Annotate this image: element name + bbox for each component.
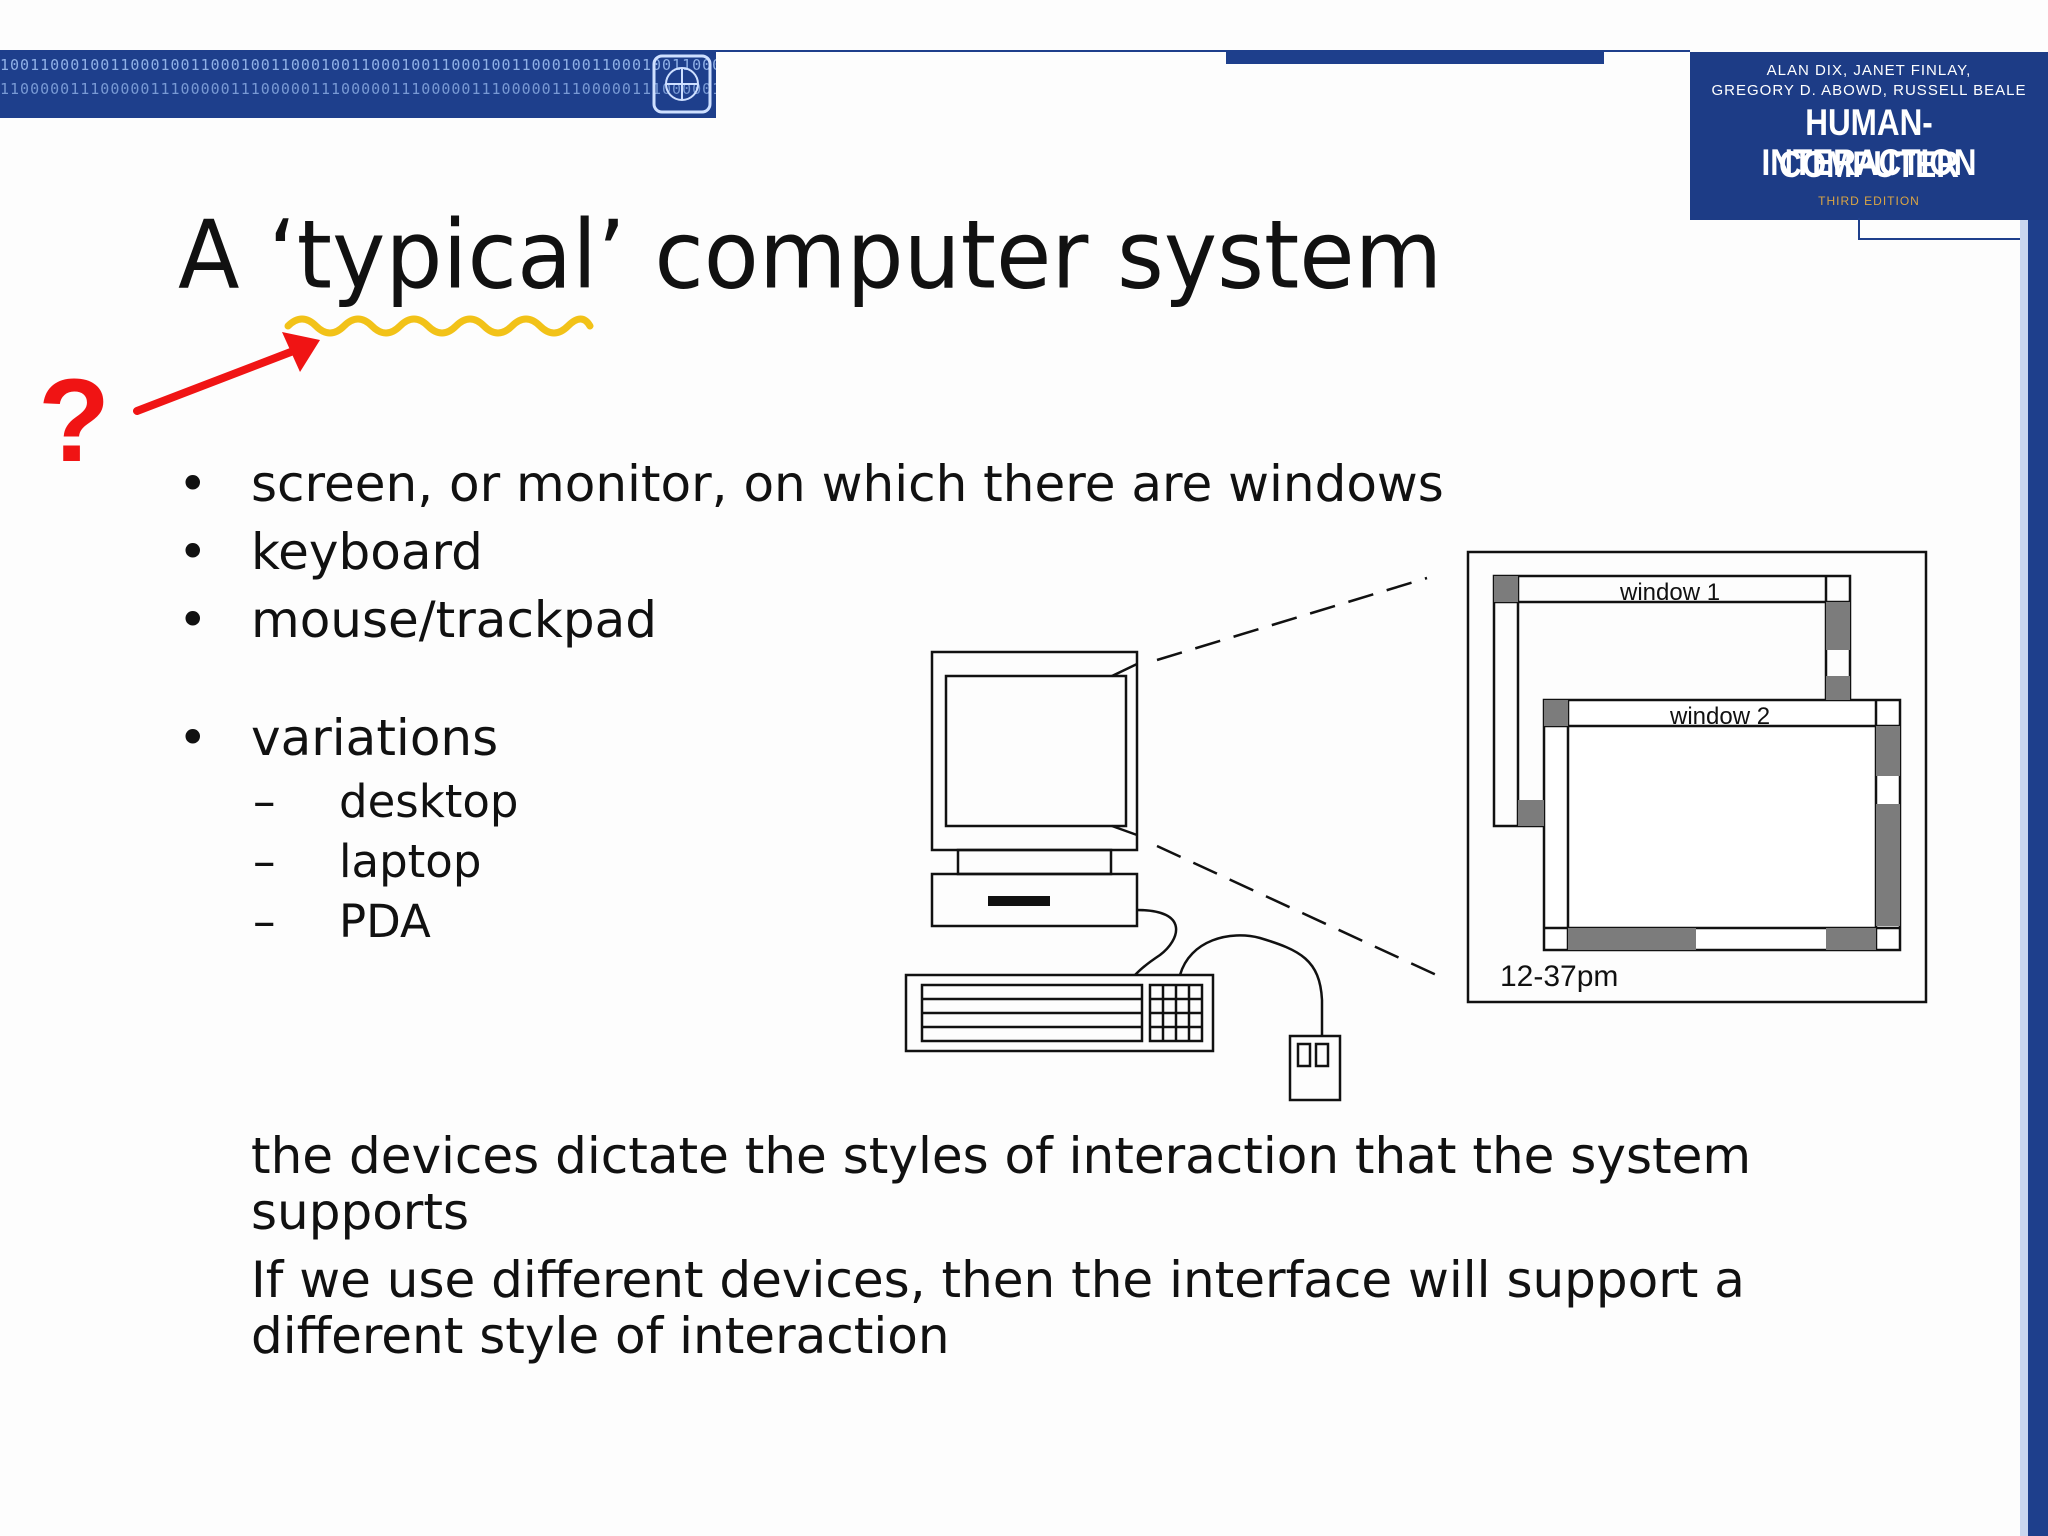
dash-marker: – xyxy=(253,775,276,828)
binary-banner: 1001100010011000100110001001100010011000… xyxy=(0,50,716,118)
window-1-corner xyxy=(1518,800,1544,826)
book-cover: ALAN DIX, JANET FINLAY, GREGORY D. ABOWD… xyxy=(1690,52,2048,220)
sub-item-text: laptop xyxy=(339,835,482,888)
variations-list: – desktop – laptop – PDA xyxy=(251,772,1444,952)
window-2-scrollbar xyxy=(1876,726,1900,776)
globe-icon xyxy=(652,54,712,114)
window-2-scrollbar xyxy=(1876,804,1900,926)
sub-item: – laptop xyxy=(251,832,1444,892)
bullet-marker: • xyxy=(178,709,208,767)
bullet-item: • keyboard xyxy=(174,518,1444,586)
slide-title: A ‘typical’ computer system xyxy=(178,200,1443,311)
monitor-stand xyxy=(956,848,1113,876)
window-2-hscrollbar xyxy=(1568,928,1696,950)
bullet-text: screen, or monitor, on which there are w… xyxy=(251,455,1444,513)
sub-item: – PDA xyxy=(251,892,1444,952)
book-title: INTERACTION xyxy=(1761,142,1977,183)
squiggle-underline xyxy=(284,315,594,337)
book-authors: ALAN DIX, JANET FINLAY, xyxy=(1766,62,1972,79)
mouse-cable xyxy=(1178,934,1324,1036)
bullet-text: mouse/trackpad xyxy=(251,591,658,649)
computer-base-icon xyxy=(930,872,1139,928)
bullet-item: • screen, or monitor, on which there are … xyxy=(174,450,1444,518)
closing-paragraph: If we use different devices, then the in… xyxy=(251,1251,1745,1365)
window-1-corner xyxy=(1494,576,1518,602)
keyboard-cable xyxy=(1134,908,1178,976)
sub-item-text: PDA xyxy=(339,895,431,948)
cover-outline xyxy=(1858,218,2048,240)
zoom-line xyxy=(1156,844,1444,980)
header-bar xyxy=(1226,52,1604,64)
dash-marker: – xyxy=(253,895,276,948)
window-1-label: window 1 xyxy=(1619,579,1720,606)
window-2-corner xyxy=(1826,928,1876,950)
window-2 xyxy=(1542,698,1902,952)
window-1-scrollbar xyxy=(1826,676,1850,700)
banner-binary-row: 1100000111000001110000011100000111000001… xyxy=(0,80,716,98)
book-title: HUMAN-COMPUTER xyxy=(1779,102,1959,185)
arrow-head xyxy=(282,332,320,372)
keyboard-icon xyxy=(904,973,1215,1053)
monitor-screen xyxy=(944,674,1128,828)
bullet-text: variations xyxy=(251,709,499,767)
bullet-item-variations: • variations – desktop – laptop – PDA xyxy=(174,704,1444,952)
closing-text: the devices dictate the styles of intera… xyxy=(251,1128,1811,1376)
bullet-marker: • xyxy=(178,455,208,513)
closing-paragraph: the devices dictate the styles of intera… xyxy=(251,1127,1752,1241)
book-authors: GREGORY D. ABOWD, RUSSELL BEALE xyxy=(1711,82,2027,99)
sub-item-text: desktop xyxy=(339,775,519,828)
bullet-text: keyboard xyxy=(251,523,483,581)
bullet-marker: • xyxy=(178,523,208,581)
bullet-list: • screen, or monitor, on which there are … xyxy=(174,450,1444,952)
zoom-line xyxy=(1156,576,1428,662)
bullet-item: • mouse/trackpad xyxy=(174,586,1444,654)
monitor-icon xyxy=(930,650,1139,852)
mouse-icon xyxy=(1288,1034,1342,1102)
arrow-shaft xyxy=(133,346,300,415)
bullet-marker: • xyxy=(178,591,208,649)
header-rule xyxy=(716,50,1690,52)
question-mark: ? xyxy=(38,355,111,487)
side-stripe xyxy=(2028,220,2048,1536)
dash-marker: – xyxy=(253,835,276,888)
side-stripe xyxy=(2020,220,2028,1536)
window-2-label: window 2 xyxy=(1669,703,1770,730)
sub-item: – desktop xyxy=(251,772,1444,832)
window-1-scrollbar xyxy=(1826,602,1850,650)
clock-label: 12-37pm xyxy=(1500,960,1618,993)
window-2-corner xyxy=(1544,700,1568,726)
screen-zoom xyxy=(1466,550,1928,1004)
banner-binary-row: 1001100010011000100110001001100010011000… xyxy=(0,56,716,74)
book-edition: THIRD EDITION xyxy=(1818,194,1920,208)
